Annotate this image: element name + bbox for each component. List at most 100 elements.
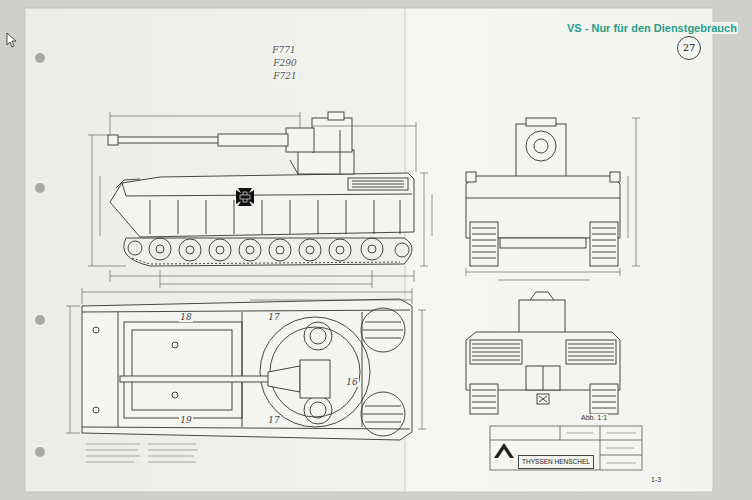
- top-view-gun: [120, 376, 270, 382]
- page-number: 1-3: [650, 476, 662, 484]
- handwritten-note: F290: [272, 59, 297, 69]
- rear-view: [470, 384, 498, 414]
- dimension-line: [418, 429, 426, 430]
- rear-view: [543, 366, 544, 390]
- side-view-hull: [352, 187, 404, 188]
- mouse-cursor: [7, 33, 16, 47]
- top-view-hull: [361, 308, 405, 352]
- top-view-hull: [172, 342, 178, 348]
- side-view-track: [132, 258, 400, 264]
- paper-sheet: [25, 8, 713, 492]
- punch-hole: [35, 447, 45, 457]
- dimension-line: [160, 284, 372, 285]
- rear-view: [568, 344, 614, 360]
- title-block: [490, 440, 642, 441]
- side-view-turret-and-gun: [218, 134, 288, 146]
- front-view: [500, 238, 586, 248]
- dimension-line: [420, 173, 428, 174]
- callout-number-text: 17: [267, 312, 280, 322]
- dimension-line: [418, 310, 426, 311]
- notes-block: [148, 444, 196, 445]
- dimension-line: [88, 112, 432, 288]
- side-view-track: [149, 238, 171, 260]
- front-view: [516, 124, 566, 180]
- iron-cross-marking: [236, 188, 254, 206]
- dimension-line: [300, 112, 301, 128]
- top-view-hull: [304, 322, 332, 350]
- title-block: [606, 463, 636, 464]
- side-view-track: [336, 246, 344, 254]
- side-view-hull: [348, 178, 408, 190]
- rear-view: [519, 300, 565, 336]
- top-view-hull: [82, 427, 410, 429]
- title-block: [600, 455, 642, 456]
- dimension-line: [66, 306, 80, 307]
- dimension-line: [466, 268, 467, 276]
- title-block: [490, 426, 642, 470]
- callout-number-text: 18: [179, 312, 192, 322]
- side-view-turret-and-gun: [290, 160, 298, 174]
- side-view-hull: [178, 200, 179, 234]
- side-view-track: [368, 245, 376, 253]
- sheet-number-circle: 27: [677, 36, 702, 61]
- top-view-hull: [82, 299, 412, 440]
- punch-hole: [35, 53, 45, 63]
- dimension-line: [498, 280, 590, 281]
- side-view-hull: [110, 173, 414, 237]
- side-view-track: [124, 238, 412, 266]
- side-view-turret-and-gun: [286, 128, 314, 152]
- dimension-line: [100, 176, 101, 236]
- rear-view: [466, 332, 620, 390]
- dimension-line: [110, 112, 111, 135]
- top-view-hull: [93, 407, 99, 413]
- side-view-track: [216, 246, 224, 254]
- side-view-hull: [262, 200, 263, 234]
- side-view-track: [209, 239, 231, 261]
- dimension-line: [312, 126, 416, 127]
- side-view-turret-and-gun: [298, 150, 354, 174]
- side-view-turret-and-gun: [340, 130, 341, 174]
- dimension-line: [372, 270, 373, 288]
- side-view-hull: [318, 200, 319, 234]
- front-view: [534, 139, 548, 153]
- dimension-line: [110, 276, 414, 277]
- top-view-hull: [304, 396, 332, 424]
- front-view: [610, 172, 620, 182]
- dimension-line: [82, 292, 412, 293]
- rear-view: [526, 366, 560, 390]
- top-view-hull: [310, 328, 326, 344]
- side-view-hull: [346, 200, 347, 234]
- top-view-hull: [93, 327, 99, 333]
- handwritten-note: F721: [272, 72, 297, 82]
- top-view-hull: [172, 392, 178, 398]
- rear-view: [590, 384, 618, 414]
- side-view-hull: [116, 179, 140, 188]
- dimension-line: [636, 118, 637, 266]
- top-view-hull: [82, 310, 410, 312]
- side-view-turret-and-gun: [312, 118, 352, 152]
- dimension-line: [628, 176, 629, 238]
- top-view-hull: [242, 312, 243, 427]
- dimension-line: [250, 300, 412, 301]
- side-view-hull: [110, 173, 414, 237]
- dimension-line: [412, 288, 413, 304]
- callout-number-text: 19: [179, 415, 192, 425]
- front-view: [526, 118, 556, 126]
- side-view-turret-and-gun: [328, 112, 344, 120]
- side-view-hull: [374, 200, 375, 234]
- top-view-hull: [260, 317, 370, 427]
- rear-view: [470, 340, 522, 364]
- notes-block: [148, 450, 198, 451]
- dimension-line: [466, 272, 620, 273]
- side-view-turret-and-gun: [108, 135, 118, 145]
- handwritten-note-text: F771: [271, 45, 296, 55]
- title-block: [490, 426, 642, 470]
- callout-number: 19: [179, 416, 192, 426]
- handwritten-note: F771: [271, 46, 296, 56]
- rear-view: [566, 340, 616, 364]
- title-block: [600, 426, 601, 470]
- side-view-hull: [122, 183, 412, 196]
- top-view-gun: [268, 366, 300, 392]
- side-view-hull: [290, 200, 291, 234]
